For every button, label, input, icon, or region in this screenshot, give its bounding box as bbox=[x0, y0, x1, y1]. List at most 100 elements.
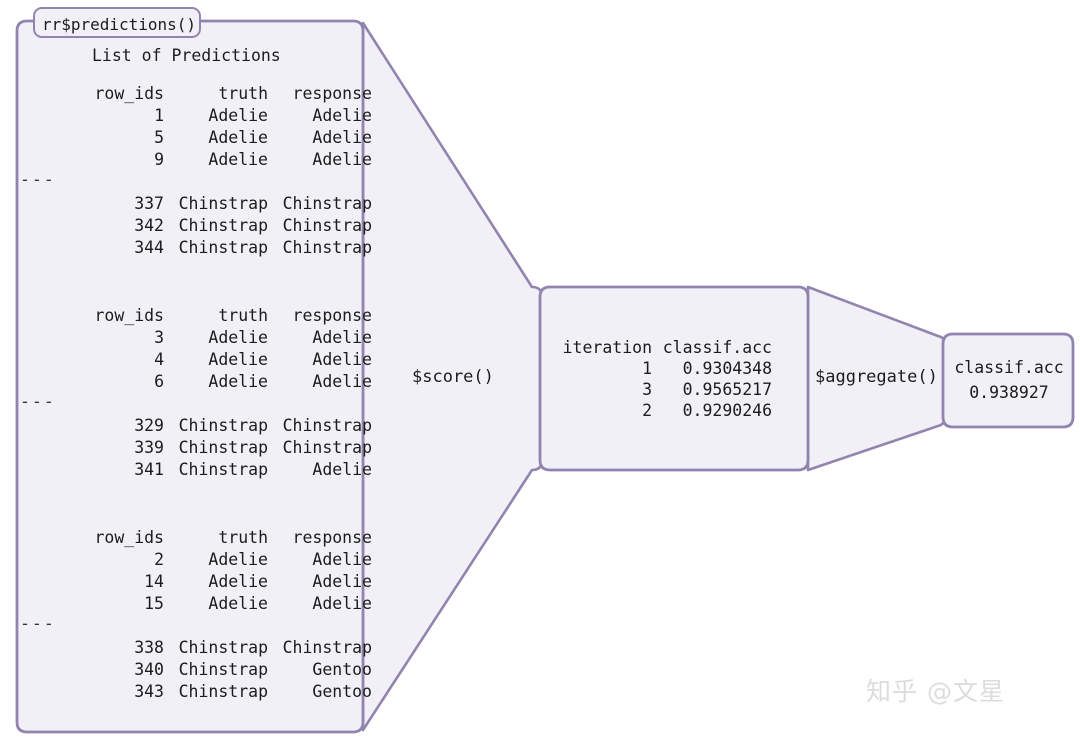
table-ellipsis-separator: --- bbox=[20, 614, 372, 638]
cell-row-id: 4 bbox=[154, 350, 164, 369]
table-row: 2 Adelie Adelie bbox=[52, 550, 372, 572]
cell-truth: Chinstrap bbox=[178, 194, 268, 213]
cell-row-id: 9 bbox=[154, 150, 164, 169]
table-row: 338 Chinstrap Chinstrap bbox=[52, 638, 372, 660]
table-ellipsis-separator: --- bbox=[20, 392, 372, 416]
column-header-truth: truth bbox=[218, 84, 268, 103]
cell-response: Adelie bbox=[312, 328, 372, 347]
cell-row-id: 337 bbox=[134, 194, 164, 213]
table-row: 340 Chinstrap Gentoo bbox=[52, 660, 372, 682]
predictions-block-3: row_ids truth response 2 Adelie Adelie 1… bbox=[20, 528, 372, 704]
cell-truth: Adelie bbox=[208, 328, 268, 347]
cell-response: Chinstrap bbox=[282, 438, 372, 457]
table-row: 339 Chinstrap Chinstrap bbox=[52, 438, 372, 460]
column-header-truth: truth bbox=[218, 306, 268, 325]
aggregate-box-shape bbox=[941, 332, 1075, 429]
cell-row-id: 342 bbox=[134, 216, 164, 235]
list-of-predictions-title: List of Predictions bbox=[92, 46, 281, 65]
table-row: 1 Adelie Adelie bbox=[52, 106, 372, 128]
table-row: 337 Chinstrap Chinstrap bbox=[52, 194, 372, 216]
cell-truth: Chinstrap bbox=[178, 638, 268, 657]
cell-row-id: 15 bbox=[144, 594, 164, 613]
cell-response: Adelie bbox=[312, 150, 372, 169]
table-row: 6 Adelie Adelie bbox=[52, 372, 372, 394]
aggregated-result: classif.acc 0.938927 bbox=[946, 355, 1072, 405]
cell-row-id: 3 bbox=[154, 328, 164, 347]
cell-response: Adelie bbox=[312, 128, 372, 147]
cell-response: Chinstrap bbox=[282, 216, 372, 235]
cell-truth: Adelie bbox=[208, 372, 268, 391]
separator-label: --- bbox=[20, 392, 56, 411]
cell-truth: Chinstrap bbox=[178, 238, 268, 257]
cell-response: Adelie bbox=[312, 106, 372, 125]
column-header-classif-acc: classif.acc bbox=[662, 338, 772, 357]
cell-response: Adelie bbox=[312, 594, 372, 613]
cell-response: Adelie bbox=[312, 350, 372, 369]
cell-iteration: 2 bbox=[642, 401, 652, 420]
cell-classif-acc: 0.9565217 bbox=[682, 380, 772, 399]
cell-response: Chinstrap bbox=[282, 416, 372, 435]
scores-box-shape bbox=[538, 285, 810, 472]
cell-row-id: 2 bbox=[154, 550, 164, 569]
predictions-title-label: rr$predictions() bbox=[41, 15, 197, 34]
column-header-row-ids: row_ids bbox=[94, 84, 164, 103]
cell-truth: Adelie bbox=[208, 594, 268, 613]
table-row: 329 Chinstrap Chinstrap bbox=[52, 416, 372, 438]
aggregated-metric-value: 0.938927 bbox=[969, 383, 1049, 402]
cell-truth: Adelie bbox=[208, 572, 268, 591]
aggregated-metric-name: classif.acc bbox=[954, 358, 1064, 377]
table-row: 1 0.9304348 bbox=[560, 359, 772, 380]
cell-truth: Adelie bbox=[208, 106, 268, 125]
table-row: 3 0.9565217 bbox=[560, 380, 772, 401]
column-header-response: response bbox=[292, 528, 372, 547]
cell-response: Chinstrap bbox=[282, 238, 372, 257]
cell-row-id: 344 bbox=[134, 238, 164, 257]
predictions-box-shape bbox=[15, 19, 365, 734]
column-header-row-ids: row_ids bbox=[94, 528, 164, 547]
cell-row-id: 14 bbox=[144, 572, 164, 591]
cell-response: Chinstrap bbox=[282, 638, 372, 657]
cell-truth: Chinstrap bbox=[178, 416, 268, 435]
cell-response: Adelie bbox=[312, 372, 372, 391]
watermark-label: 知乎 @文星 bbox=[866, 677, 1005, 706]
table-row: 4 Adelie Adelie bbox=[52, 350, 372, 372]
cell-response: Chinstrap bbox=[282, 194, 372, 213]
table-row: 9 Adelie Adelie bbox=[52, 150, 372, 172]
cell-truth: Adelie bbox=[208, 150, 268, 169]
cell-truth: Chinstrap bbox=[178, 660, 268, 679]
separator-label: --- bbox=[20, 614, 56, 633]
cell-truth: Chinstrap bbox=[178, 438, 268, 457]
predictions-title-tab: rr$predictions() bbox=[33, 7, 201, 38]
table-row: 342 Chinstrap Chinstrap bbox=[52, 216, 372, 238]
predictions-block-1: row_ids truth response 1 Adelie Adelie 5… bbox=[20, 84, 372, 260]
table-header-row: iteration classif.acc bbox=[560, 338, 772, 359]
table-header-row: row_ids truth response bbox=[52, 306, 372, 328]
aggregate-step-label: $aggregate() bbox=[815, 367, 938, 387]
cell-response: Gentoo bbox=[312, 660, 372, 679]
cell-response: Adelie bbox=[312, 572, 372, 591]
separator-label: --- bbox=[20, 170, 56, 189]
table-header-row: row_ids truth response bbox=[52, 84, 372, 106]
cell-classif-acc: 0.9290246 bbox=[682, 401, 772, 420]
table-row: 14 Adelie Adelie bbox=[52, 572, 372, 594]
cell-iteration: 3 bbox=[642, 380, 652, 399]
cell-classif-acc: 0.9304348 bbox=[682, 359, 772, 378]
cell-truth: Adelie bbox=[208, 128, 268, 147]
table-row: 341 Chinstrap Adelie bbox=[52, 460, 372, 482]
cell-truth: Chinstrap bbox=[178, 682, 268, 701]
cell-response: Adelie bbox=[312, 460, 372, 479]
cell-row-id: 329 bbox=[134, 416, 164, 435]
column-header-iteration: iteration bbox=[562, 338, 652, 357]
cell-row-id: 6 bbox=[154, 372, 164, 391]
cell-truth: Chinstrap bbox=[178, 460, 268, 479]
table-row: 344 Chinstrap Chinstrap bbox=[52, 238, 372, 260]
cell-truth: Adelie bbox=[208, 350, 268, 369]
cell-row-id: 341 bbox=[134, 460, 164, 479]
cell-row-id: 1 bbox=[154, 106, 164, 125]
column-header-row-ids: row_ids bbox=[94, 306, 164, 325]
scores-table: iteration classif.acc 1 0.9304348 3 0.95… bbox=[560, 338, 772, 422]
cell-row-id: 340 bbox=[134, 660, 164, 679]
cell-row-id: 339 bbox=[134, 438, 164, 457]
cell-row-id: 338 bbox=[134, 638, 164, 657]
